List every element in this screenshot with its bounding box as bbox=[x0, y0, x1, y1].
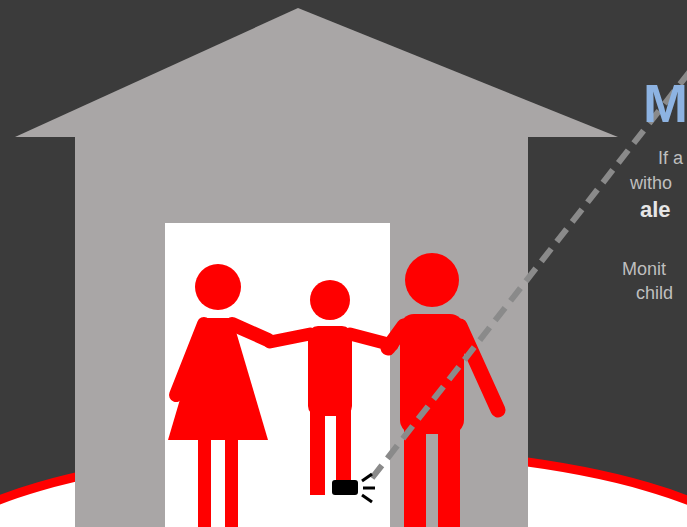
house-wall bbox=[75, 136, 528, 527]
note-text: Monit bbox=[622, 259, 666, 280]
ankle-monitor-device bbox=[332, 480, 358, 495]
signal-tick bbox=[362, 474, 372, 481]
woman-leg bbox=[198, 435, 211, 527]
child-leg bbox=[310, 405, 325, 495]
child-arm bbox=[270, 334, 310, 342]
signal-dashed-line bbox=[372, 52, 687, 478]
woman-head bbox=[195, 264, 241, 310]
woman-dress bbox=[168, 318, 268, 440]
woman-arm bbox=[176, 324, 204, 395]
signal-tick bbox=[363, 487, 375, 490]
note-text: If a bbox=[658, 148, 683, 169]
house-door bbox=[165, 223, 390, 527]
note-text: witho bbox=[630, 173, 672, 194]
signal-tick bbox=[362, 495, 372, 502]
family-figures bbox=[168, 253, 498, 527]
woman-leg bbox=[225, 435, 238, 527]
note-emphasis: ale bbox=[640, 197, 671, 223]
man-leg bbox=[404, 425, 426, 527]
house-roof bbox=[15, 8, 618, 137]
man-arm bbox=[388, 326, 404, 348]
man-head bbox=[405, 253, 459, 307]
ankle-monitor bbox=[332, 474, 375, 502]
note-text: child bbox=[636, 283, 673, 304]
man-leg bbox=[438, 425, 460, 527]
child-body bbox=[308, 326, 352, 416]
child-head bbox=[310, 280, 350, 320]
woman-arm bbox=[232, 324, 268, 340]
heading-title: M bbox=[643, 72, 687, 134]
